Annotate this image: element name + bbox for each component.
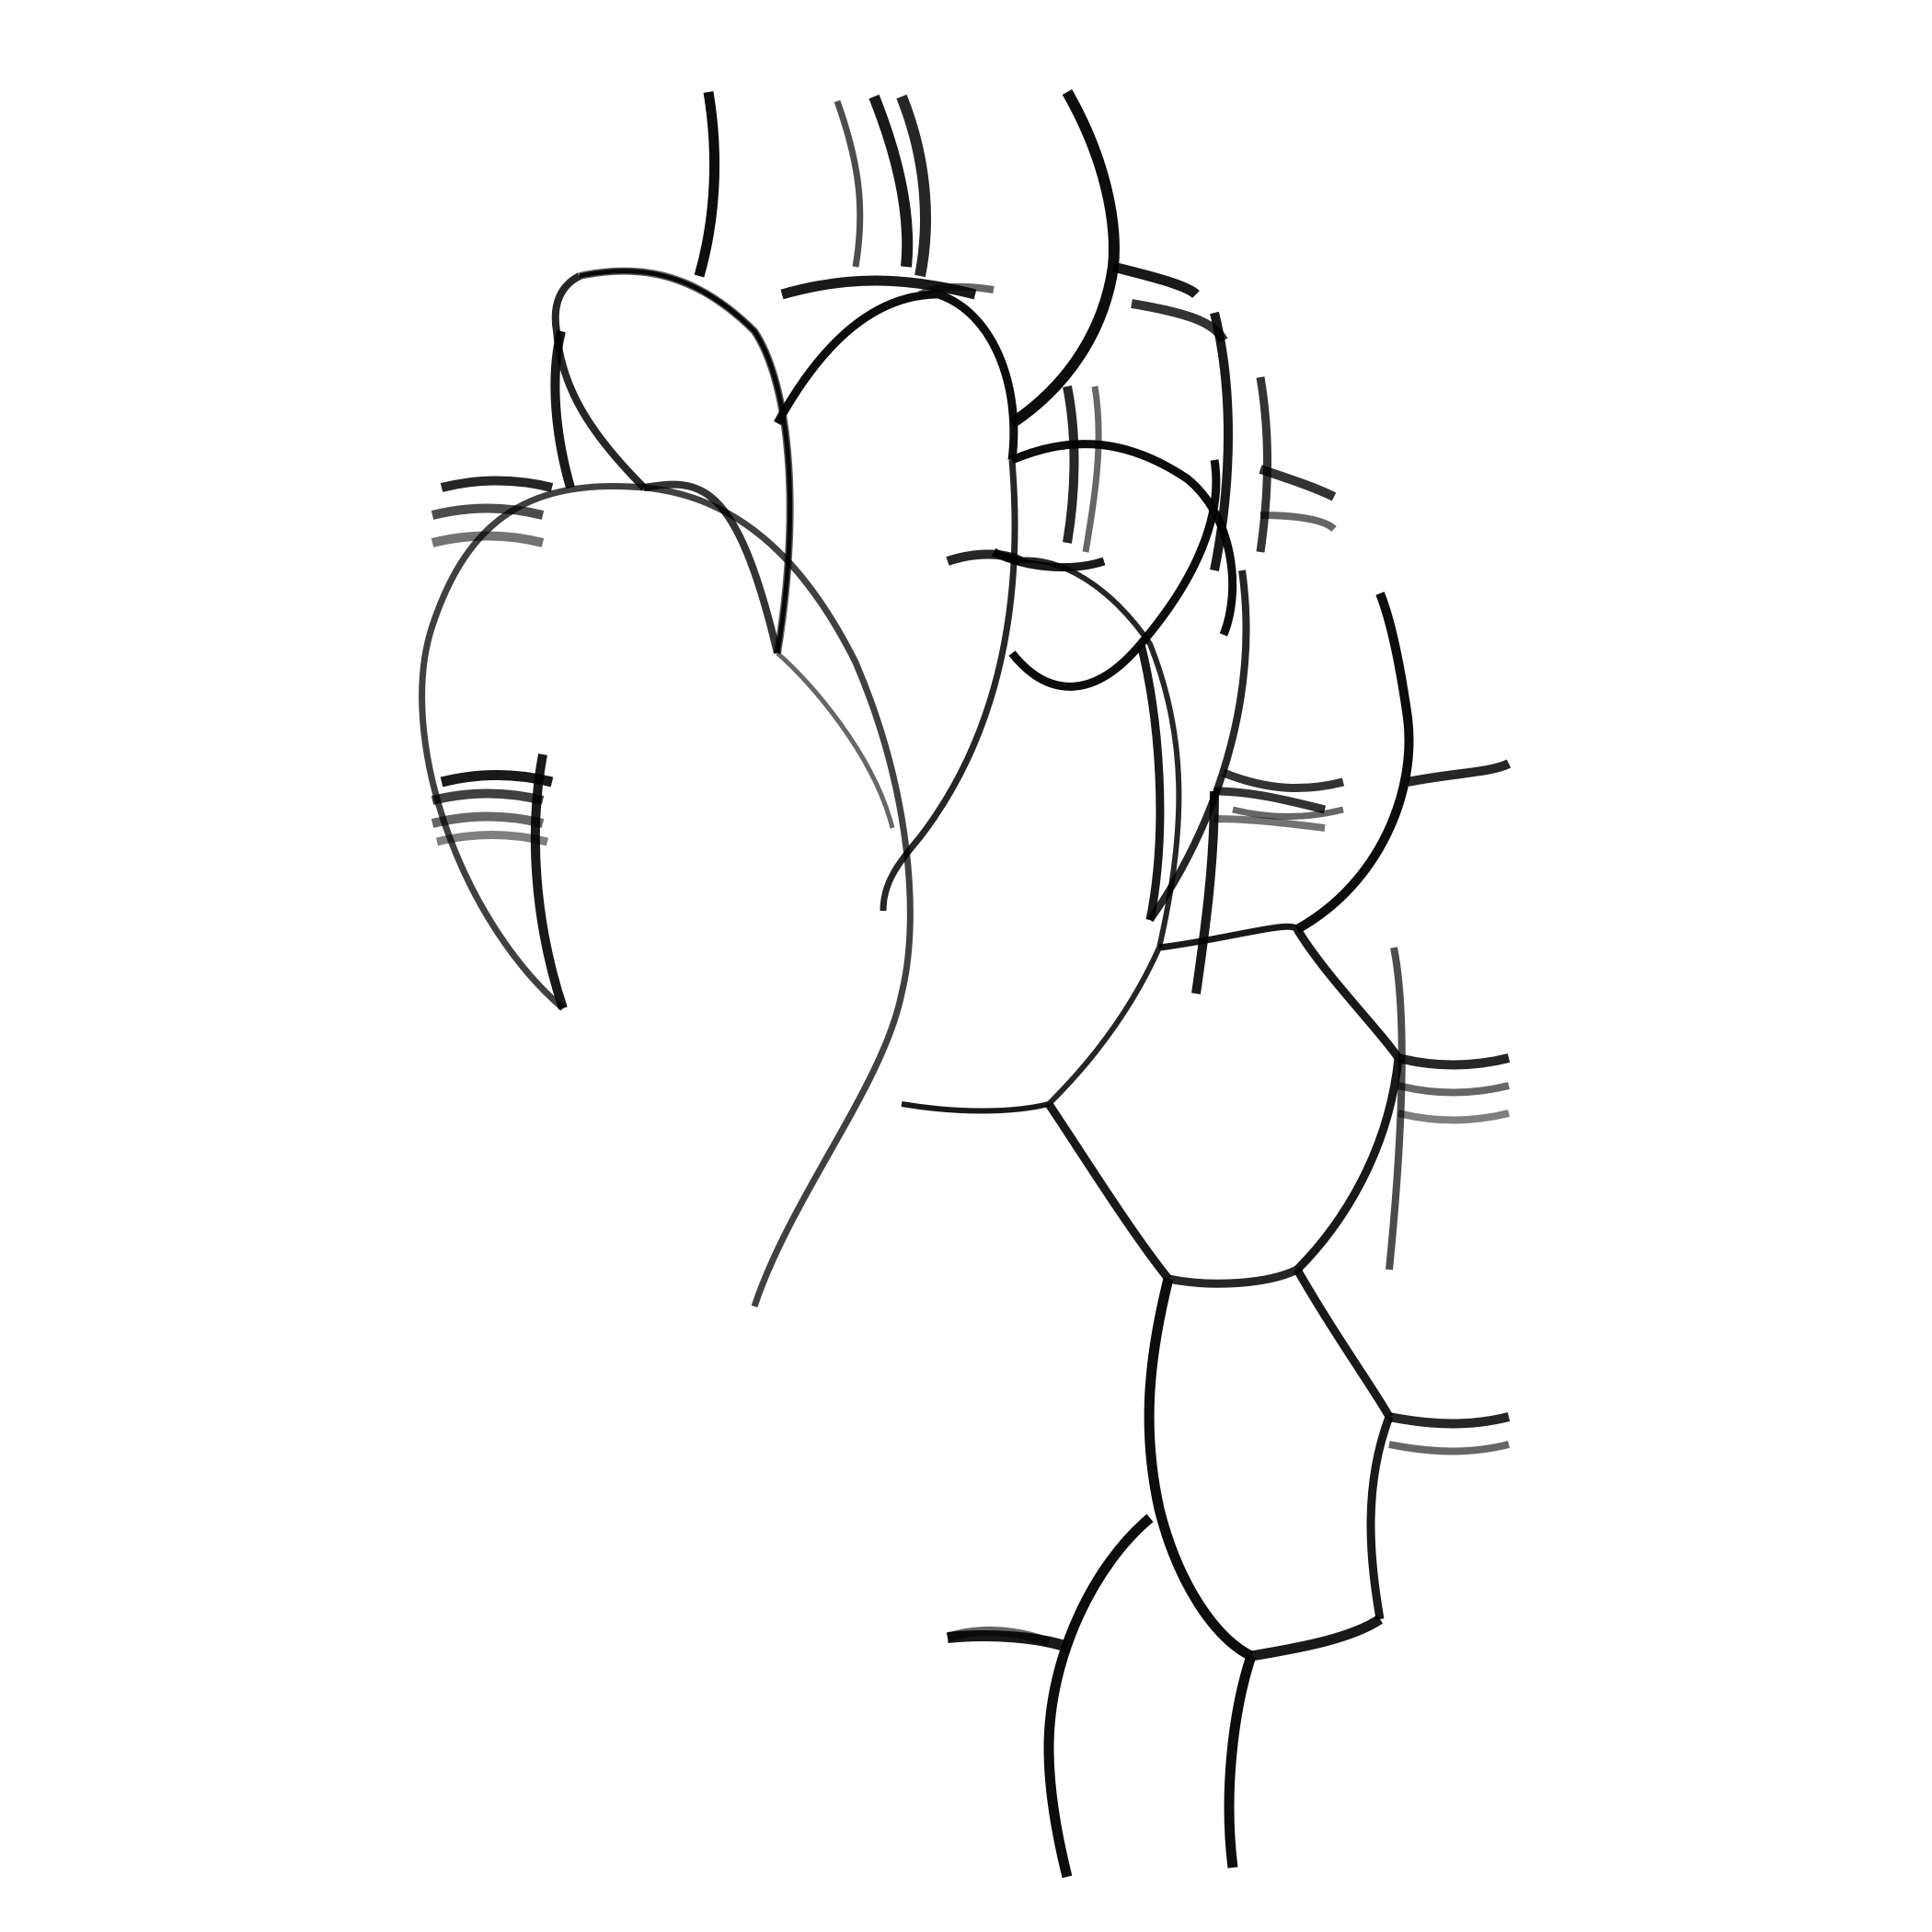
arc-lr-stub1b xyxy=(1397,1082,1510,1097)
arc-left-tuft4 xyxy=(440,770,554,788)
arc-rc-join xyxy=(1158,923,1300,951)
arc-bt-base xyxy=(1250,1615,1384,1662)
arc-mr-oval xyxy=(1011,557,1182,1107)
arc-bt-tuft xyxy=(946,1627,1051,1647)
arc-um-right xyxy=(880,459,1018,912)
arc-lr-vert xyxy=(1386,947,1406,1271)
arc-ul-top-dark xyxy=(579,269,793,654)
arc-lr-curve1 xyxy=(1294,926,1402,1061)
arc-bt-fork-right xyxy=(1224,1654,1257,1869)
arc-bt-stub xyxy=(1388,1412,1511,1429)
arc-top-strand2c xyxy=(896,94,931,278)
arc-bt-left xyxy=(1144,1277,1254,1661)
arc-strokes-group xyxy=(419,89,1512,1879)
arc-top-strand1 xyxy=(694,91,720,278)
arc-top-strand2b xyxy=(868,94,914,268)
arc-top-crossbar-b xyxy=(918,282,995,298)
arc-top-mid-strand xyxy=(1063,385,1079,544)
arc-mid-tuft3 xyxy=(1213,815,1326,832)
arc-bt-fork-left xyxy=(1043,1513,1154,1879)
arc-rc-stub1 xyxy=(1222,768,1345,793)
arc-rc-left xyxy=(1191,790,1219,995)
arc-left-tuft6 xyxy=(431,811,545,828)
arc-lr-stub1 xyxy=(1397,1053,1511,1070)
arc-top-strand3-stub xyxy=(1111,261,1200,299)
arc-ur-down xyxy=(1136,642,1165,921)
arc-top-mid-strand-b xyxy=(1082,385,1102,553)
arc-lr-bottom xyxy=(1167,1265,1300,1288)
arc-left-tuft3 xyxy=(431,531,545,547)
arc-ul-bottom xyxy=(643,480,781,654)
arc-bt-down xyxy=(1366,1415,1394,1620)
arc-lr-diag xyxy=(1045,1101,1172,1282)
arc-left-tuft7 xyxy=(435,831,549,846)
arc-um-inner xyxy=(776,651,895,829)
arc-mr-bottom xyxy=(901,1101,1050,1114)
arc-lr-stub1c xyxy=(1397,1110,1510,1124)
arc-mid-tuft1 xyxy=(946,549,1024,566)
arc-lr-curve2 xyxy=(1294,1057,1403,1273)
arc-top-right-stub xyxy=(1259,465,1337,501)
arc-top-right-stub-b xyxy=(1259,512,1337,533)
arc-left-tuft5 xyxy=(431,788,545,805)
arc-rc-stub1b xyxy=(1232,806,1344,820)
arc-left-tuft2 xyxy=(431,503,545,520)
arc-left-tuft1 xyxy=(440,476,554,492)
arc-left-tuft-vert xyxy=(550,329,575,489)
arc-top-right-long2 xyxy=(1256,376,1271,553)
arc-rc-right xyxy=(1294,592,1414,934)
arc-bt-stub-b xyxy=(1388,1441,1510,1455)
arc-ur-cup xyxy=(1008,459,1221,691)
arc-bt-right-curve xyxy=(1294,1267,1394,1420)
arc-rc-stub2 xyxy=(1407,759,1512,787)
arc-mid-tuft2 xyxy=(1213,787,1327,814)
arc-top-strand2a xyxy=(834,99,864,268)
arc-top-right-long xyxy=(1210,311,1233,571)
arc-um-top xyxy=(774,290,1018,461)
arc-ur-outer xyxy=(1146,569,1250,923)
arc-center-oval xyxy=(419,483,914,1308)
